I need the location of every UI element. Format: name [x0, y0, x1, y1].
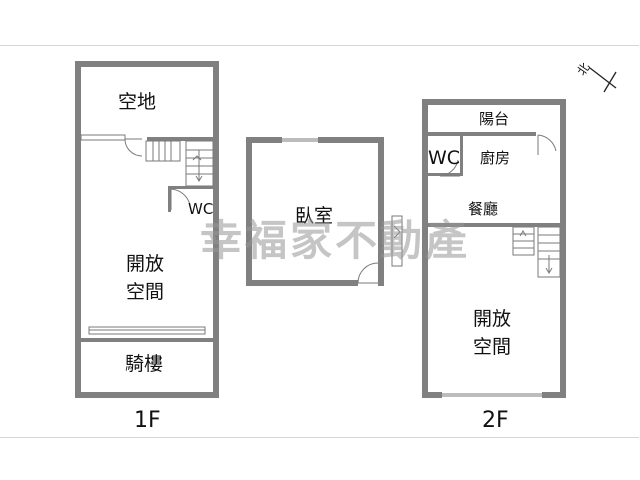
wall-2f-wc-right	[460, 136, 463, 176]
window-1f-top	[80, 134, 126, 141]
wall-2f-outer-bottom-left	[422, 392, 442, 398]
wall-bedroom-bottom	[246, 280, 358, 286]
wall-bedroom-right	[378, 137, 384, 286]
north-arrow-icon	[589, 67, 617, 93]
wall-1f-outer-left	[75, 61, 81, 398]
room-label-bedroom: 臥室	[295, 205, 334, 227]
wall-1f-wc-top	[168, 186, 213, 189]
wardrobe-bedroom	[391, 215, 403, 267]
door-bedroom	[357, 262, 379, 284]
wall-1f-outer-top	[75, 61, 219, 67]
room-label-2f-dining: 餐廳	[468, 200, 499, 218]
stairs-2f	[512, 226, 561, 278]
room-label-2f-open-space-line1: 開放	[473, 308, 512, 330]
stairs-1f	[145, 140, 214, 187]
wall-1f-stair-divider	[147, 137, 213, 141]
floor-label-2f: 2F	[482, 408, 509, 433]
door-2f-wc	[439, 159, 460, 177]
room-label-1f-open-space-line1: 開放	[126, 253, 165, 275]
room-label-2f-balcony: 陽台	[479, 110, 510, 128]
room-label-1f-arcade: 騎樓	[125, 353, 164, 375]
wall-bedroom-top-left	[246, 137, 282, 143]
wall-bedroom-top-right	[318, 137, 384, 143]
room-label-1f-open-space-line2: 空間	[126, 281, 165, 303]
wall-2f-dining-divider	[428, 223, 560, 227]
wall-1f-outer-right	[213, 61, 219, 398]
door-1f-wc	[170, 188, 191, 210]
door-2f-balcony	[537, 134, 557, 155]
plan-frame	[0, 45, 639, 438]
wall-1f-outer-bottom	[75, 392, 219, 398]
door-1f-stair	[124, 138, 143, 157]
watermark: 幸福家不動產	[199, 216, 470, 265]
room-label-2f-open-space-line2: 空間	[473, 336, 512, 358]
wall-2f-outer-left	[422, 99, 428, 398]
wall-2f-outer-top	[422, 99, 566, 105]
floor-label-1f: 1F	[134, 408, 161, 433]
wall-bedroom-left	[246, 137, 252, 286]
wall-1f-wc-left	[168, 186, 171, 212]
room-label-1f-wc: WC	[188, 200, 214, 218]
wall-1f-arcade-divider	[81, 338, 213, 342]
wall-2f-outer-bottom-right	[542, 392, 566, 398]
room-label-2f-kitchen: 廚房	[480, 149, 511, 167]
room-label-1f-open-land: 空地	[118, 91, 157, 113]
wall-2f-outer-right	[560, 99, 566, 398]
wall-2f-balcony-divider	[428, 132, 536, 136]
room-label-2f-wc: WC	[428, 147, 461, 169]
